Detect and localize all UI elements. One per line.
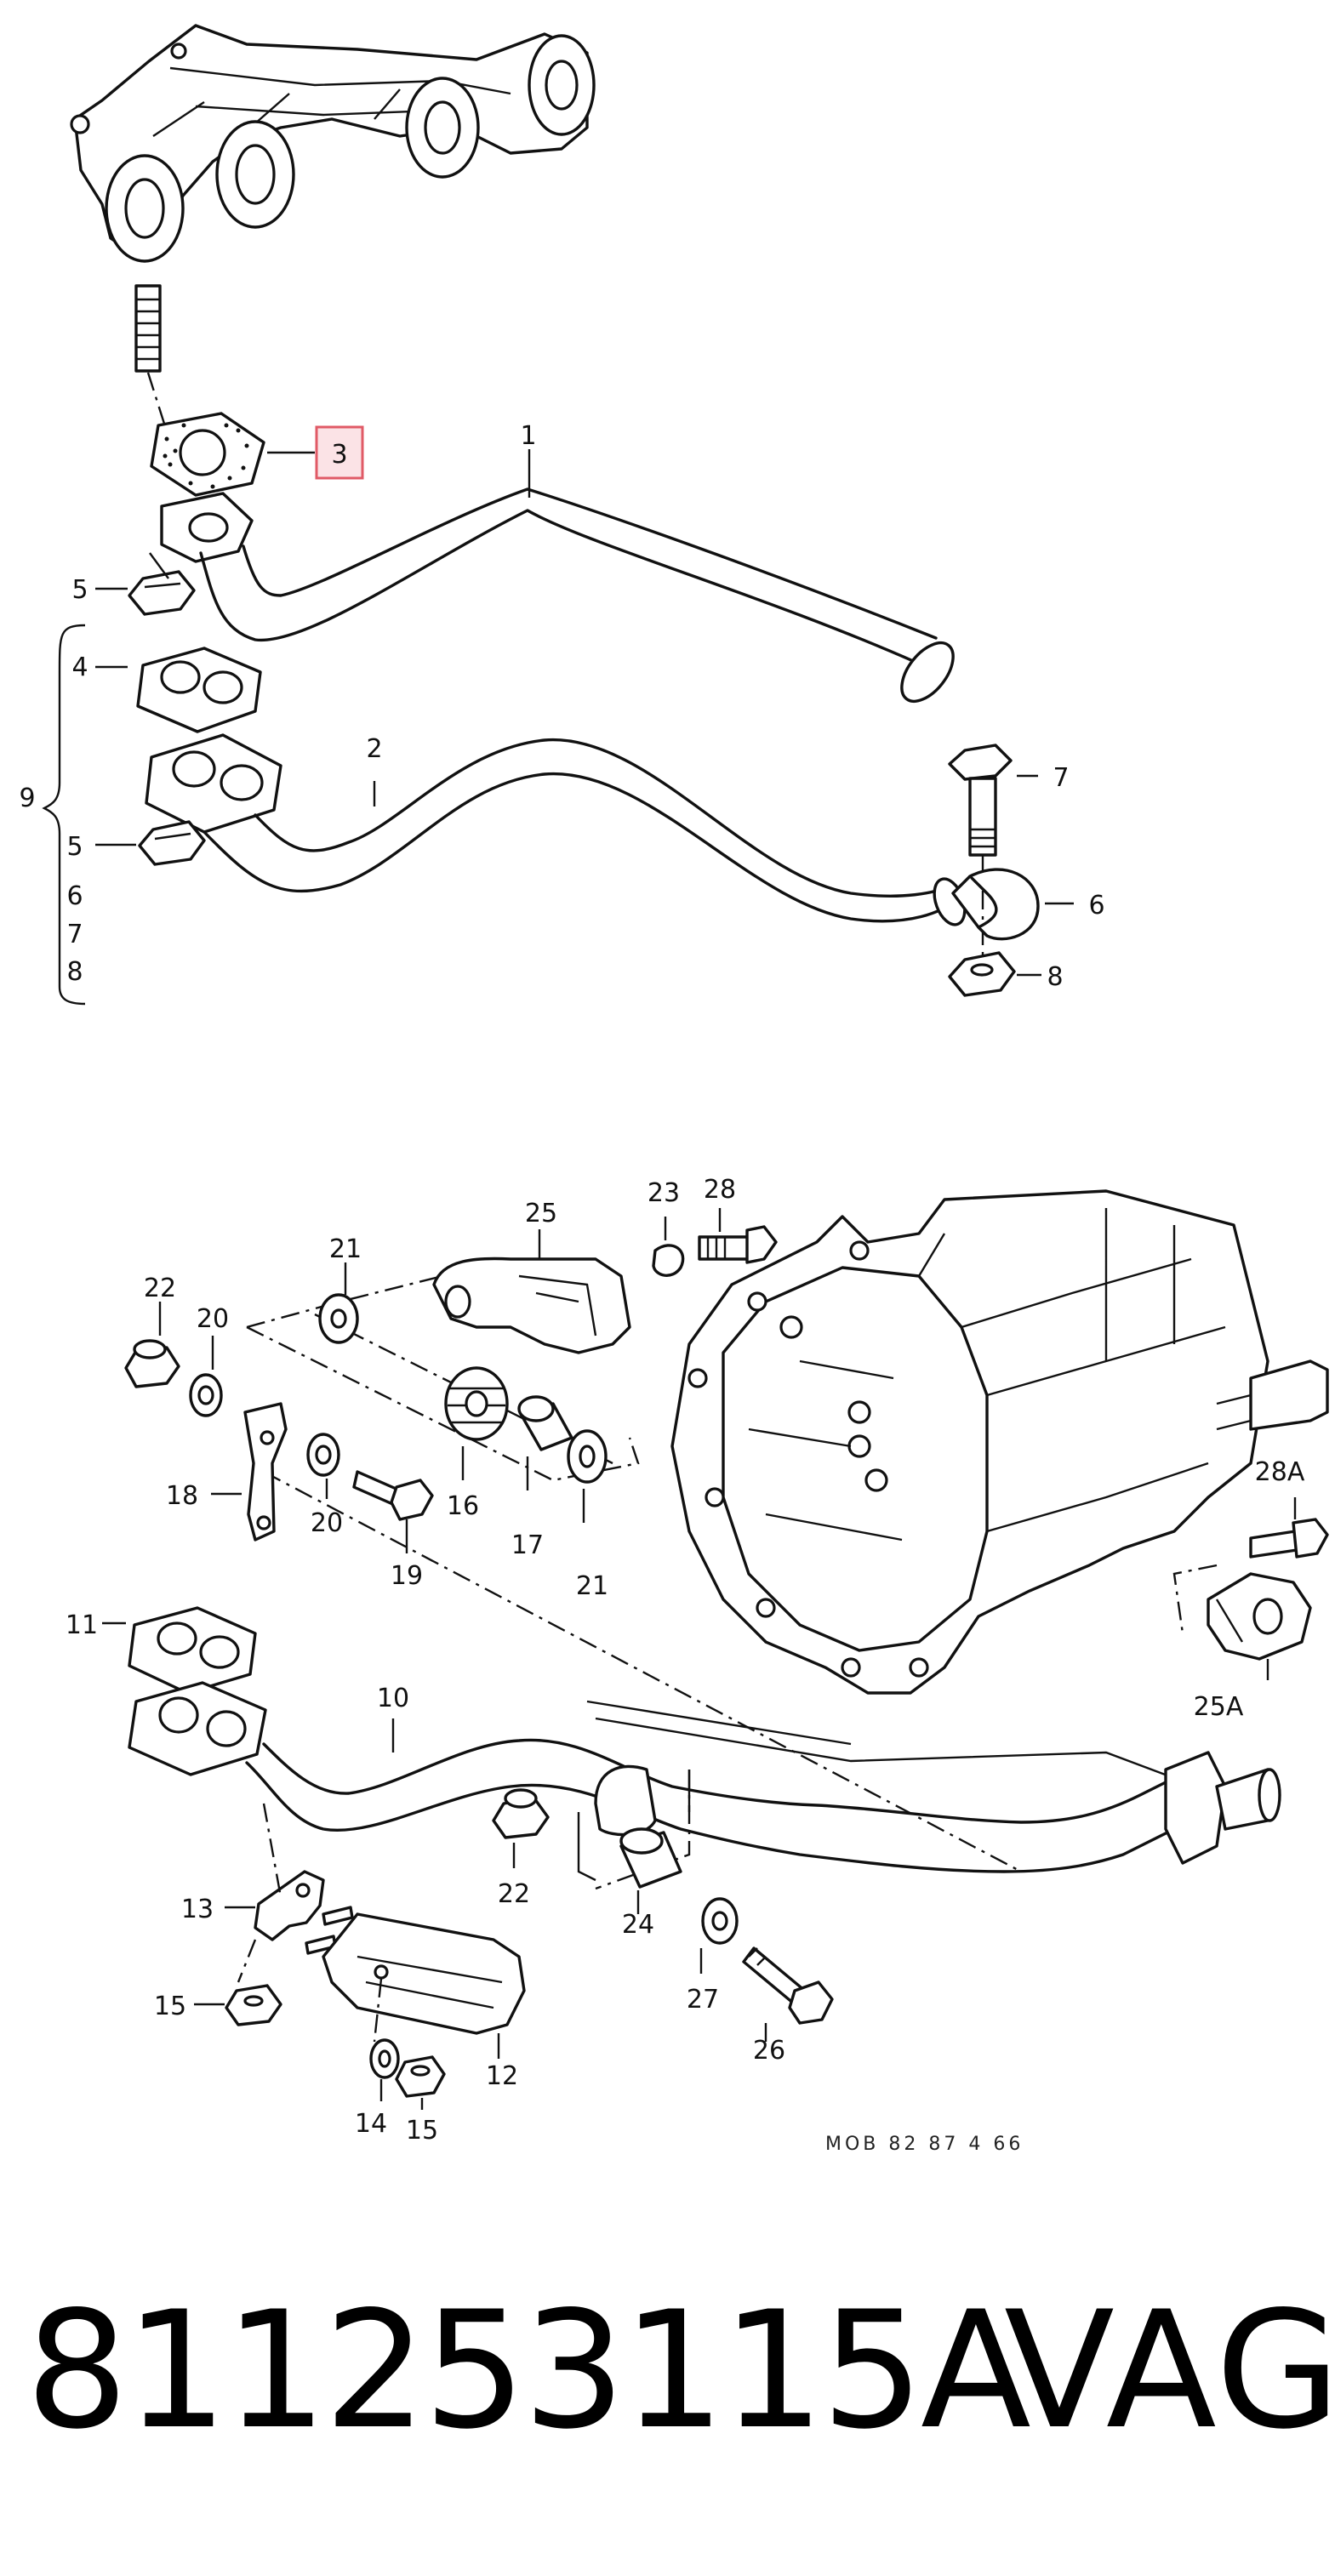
washer-27	[701, 1897, 739, 1945]
callout-3-highlighted: 3	[331, 440, 347, 470]
rubber-bush-24	[619, 1827, 682, 1889]
bolt-7	[948, 744, 1013, 857]
rubber-mount-16	[444, 1366, 509, 1441]
heat-shield-12	[322, 1912, 526, 2035]
callout-18: 18	[166, 1481, 198, 1511]
nut-15-right	[395, 2055, 446, 2098]
callout-11: 11	[66, 1610, 98, 1640]
nut-5-middle	[138, 820, 206, 866]
bolt-28	[698, 1225, 778, 1264]
callout-28a: 28A	[1255, 1457, 1305, 1487]
callout-22-top: 22	[144, 1274, 176, 1303]
callout-5-middle: 5	[66, 832, 83, 862]
nut-22-bottom	[492, 1788, 550, 1839]
bracket-18	[243, 1402, 288, 1542]
callout-12: 12	[486, 2061, 518, 2091]
washer-20-middle	[306, 1433, 340, 1477]
callout-20-middle: 20	[311, 1508, 343, 1538]
callout-22-bottom: 22	[498, 1879, 530, 1909]
callout-8-left: 8	[66, 957, 83, 987]
callout-6-right: 6	[1088, 891, 1104, 920]
callout-13: 13	[181, 1895, 214, 1924]
nut-15-left	[225, 1984, 282, 2026]
exhaust-manifold	[70, 24, 596, 263]
callout-15-left: 15	[154, 1992, 186, 2021]
callout-10: 10	[377, 1684, 409, 1713]
callout-25: 25	[525, 1199, 557, 1228]
washer-14	[369, 2038, 400, 2079]
front-pipe-2	[145, 733, 967, 926]
callout-14: 14	[355, 2109, 387, 2139]
exhaust-parts-diagram: 1 2 3 4 5 5 6 6 7 7 8 8 9 10 11 12 13 14…	[19, 24, 1329, 2155]
callout-15-right: 15	[406, 2116, 438, 2146]
bracket-13	[254, 1870, 325, 1941]
callout-5-top: 5	[71, 575, 88, 605]
exhaust-stud	[134, 284, 162, 373]
washer-21-bottom	[567, 1429, 608, 1484]
washer-21-top	[318, 1293, 359, 1344]
gasket-4	[136, 647, 262, 733]
callout-6-left: 6	[66, 881, 83, 911]
washer-20-top	[189, 1373, 223, 1417]
bracket-25a	[1207, 1572, 1312, 1661]
callout-21-bottom: 21	[576, 1571, 608, 1601]
callout-26: 26	[753, 2036, 785, 2066]
nut-8	[948, 951, 1016, 997]
stud-pair	[305, 1906, 354, 1955]
callout-9: 9	[19, 784, 35, 813]
callout-19: 19	[391, 1561, 423, 1591]
callout-21-top: 21	[329, 1234, 362, 1264]
callout-7-right: 7	[1053, 763, 1069, 793]
bolt-26	[742, 1946, 834, 2025]
sleeve-17	[517, 1395, 573, 1451]
brand-name: VAG	[1004, 2277, 1335, 2465]
callout-2: 2	[366, 734, 382, 764]
front-pipe-10	[128, 1681, 1281, 1873]
clip-23	[652, 1244, 685, 1277]
nut-22-top	[124, 1339, 180, 1388]
gearbox-housing	[670, 1189, 1329, 1695]
callout-4: 4	[71, 653, 88, 682]
callout-16: 16	[447, 1491, 479, 1521]
clamp-assembly	[577, 1764, 691, 1890]
gasket-11	[128, 1606, 257, 1695]
callout-24: 24	[622, 1910, 654, 1940]
callout-20-top: 20	[197, 1304, 229, 1334]
callout-1: 1	[520, 421, 536, 451]
bolt-28a	[1249, 1518, 1329, 1559]
nut-5-top	[128, 570, 196, 616]
front-pipe-1	[160, 487, 955, 704]
bracket-25	[432, 1257, 631, 1354]
gasket-3	[150, 412, 265, 497]
drawing-code: MOB 82 87 4 66	[825, 2134, 1024, 2155]
bolt-19	[352, 1470, 434, 1521]
callout-8-right: 8	[1047, 962, 1063, 992]
callout-7-left: 7	[66, 920, 83, 949]
callout-27: 27	[687, 1985, 719, 2015]
highlighted-callout-box	[315, 425, 364, 480]
callout-23: 23	[648, 1178, 680, 1208]
callout-25a: 25A	[1194, 1692, 1244, 1722]
part-number: 811253115A	[26, 2277, 1031, 2465]
callout-28: 28	[704, 1175, 736, 1205]
clamp-6	[951, 868, 1040, 941]
callout-17: 17	[511, 1530, 544, 1560]
